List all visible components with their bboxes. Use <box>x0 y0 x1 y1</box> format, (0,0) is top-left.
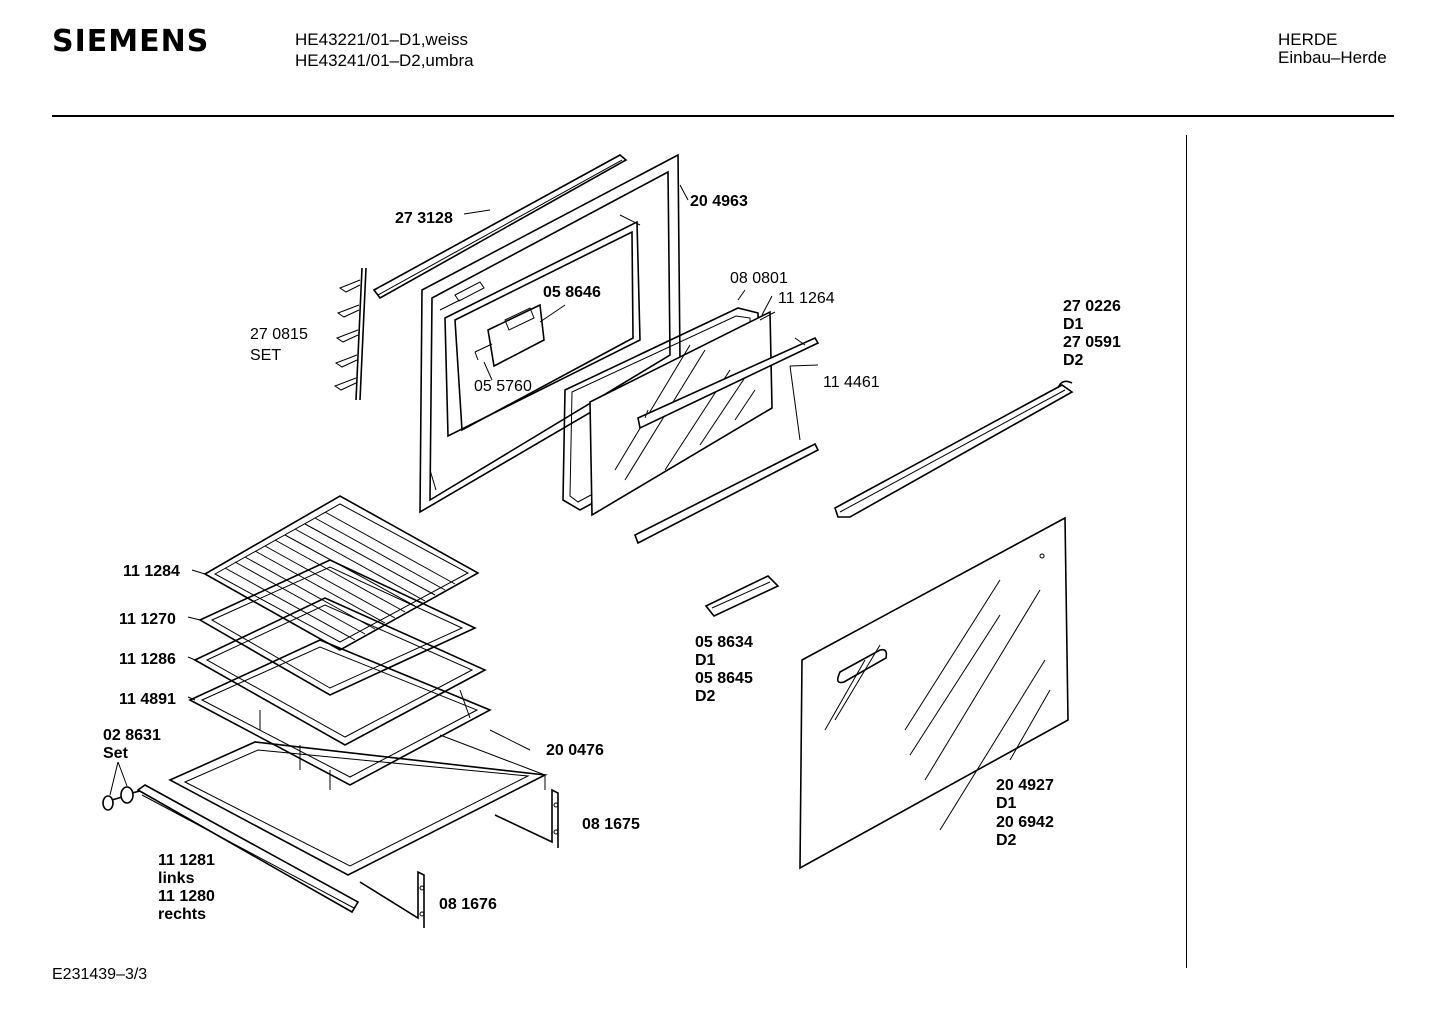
top-strip-drawing <box>372 154 628 300</box>
bracket-081676-drawing <box>359 870 425 928</box>
label-111270: 11 1270 <box>119 611 176 628</box>
door-lock-drawing <box>474 303 566 381</box>
bracket-081675-drawing <box>494 788 559 848</box>
label-273128: 27 3128 <box>395 210 453 227</box>
label-200476: 20 0476 <box>546 742 604 759</box>
outer-door-glass-drawing <box>799 516 1069 870</box>
label-270591-variant: D2 <box>1063 352 1084 369</box>
label-058646: 05 8646 <box>543 284 601 301</box>
label-111281-note: links <box>158 870 195 887</box>
label-111264: 11 1264 <box>778 290 835 307</box>
label-028631: 02 8631 <box>103 727 161 744</box>
label-270591: 27 0591 <box>1063 334 1121 351</box>
inner-glass-drawing <box>589 310 776 517</box>
label-111281: 11 1281 <box>158 852 215 869</box>
subcategory-label: Einbau–Herde <box>1278 48 1387 67</box>
label-270226: 27 0226 <box>1063 298 1121 315</box>
leader-lines <box>187 184 773 751</box>
hinge-set-drawing <box>333 267 367 401</box>
label-270815-note: SET <box>250 347 281 364</box>
label-111284: 11 1284 <box>123 563 180 580</box>
label-270226-variant: D1 <box>1063 316 1084 333</box>
label-081676: 08 1676 <box>439 896 497 913</box>
label-058645: 05 8645 <box>695 670 753 687</box>
door-handle-drawing <box>834 380 1074 518</box>
rail-frame-drawing <box>168 734 548 876</box>
model-line-1: HE43221/01–D1,weiss <box>295 30 468 49</box>
label-206942: 20 6942 <box>996 814 1054 831</box>
label-114461: 11 4461 <box>823 374 880 391</box>
label-114891: 11 4891 <box>119 691 176 708</box>
glass-profiles-drawing <box>633 336 820 545</box>
clip-drawing <box>704 575 780 617</box>
side-rail-drawing <box>136 784 360 914</box>
column-divider <box>1186 135 1187 968</box>
label-080801: 08 0801 <box>730 270 788 287</box>
label-204963: 20 4963 <box>690 193 748 210</box>
header-divider <box>52 115 1394 117</box>
label-055760: 05 5760 <box>474 378 532 395</box>
brand-logo: SIEMENS <box>52 24 210 59</box>
label-204927-variant: D1 <box>996 795 1017 812</box>
label-111286: 11 1286 <box>119 651 176 668</box>
oven-rack-drawing <box>203 495 480 651</box>
document-id: E231439–3/3 <box>52 966 148 983</box>
exploded-parts-diagram: 27 3128 20 4963 27 0815 SET 05 8646 05 5… <box>102 153 1121 928</box>
label-270815: 27 0815 <box>250 326 308 343</box>
model-line-2: HE43241/01–D2,umbra <box>295 51 474 70</box>
label-058634-variant: D1 <box>695 652 716 669</box>
label-028631-note: Set <box>103 745 129 762</box>
label-081675: 08 1675 <box>582 816 640 833</box>
baking-trays-drawing <box>188 559 492 790</box>
category-label: HERDE <box>1278 30 1338 49</box>
label-058634: 05 8634 <box>695 634 753 651</box>
label-204927: 20 4927 <box>996 777 1054 794</box>
label-058645-variant: D2 <box>695 688 716 705</box>
label-111280-note: rechts <box>158 906 206 923</box>
screw-set-drawing <box>102 761 141 811</box>
label-206942-variant: D2 <box>996 832 1017 849</box>
label-111280: 11 1280 <box>158 888 215 905</box>
